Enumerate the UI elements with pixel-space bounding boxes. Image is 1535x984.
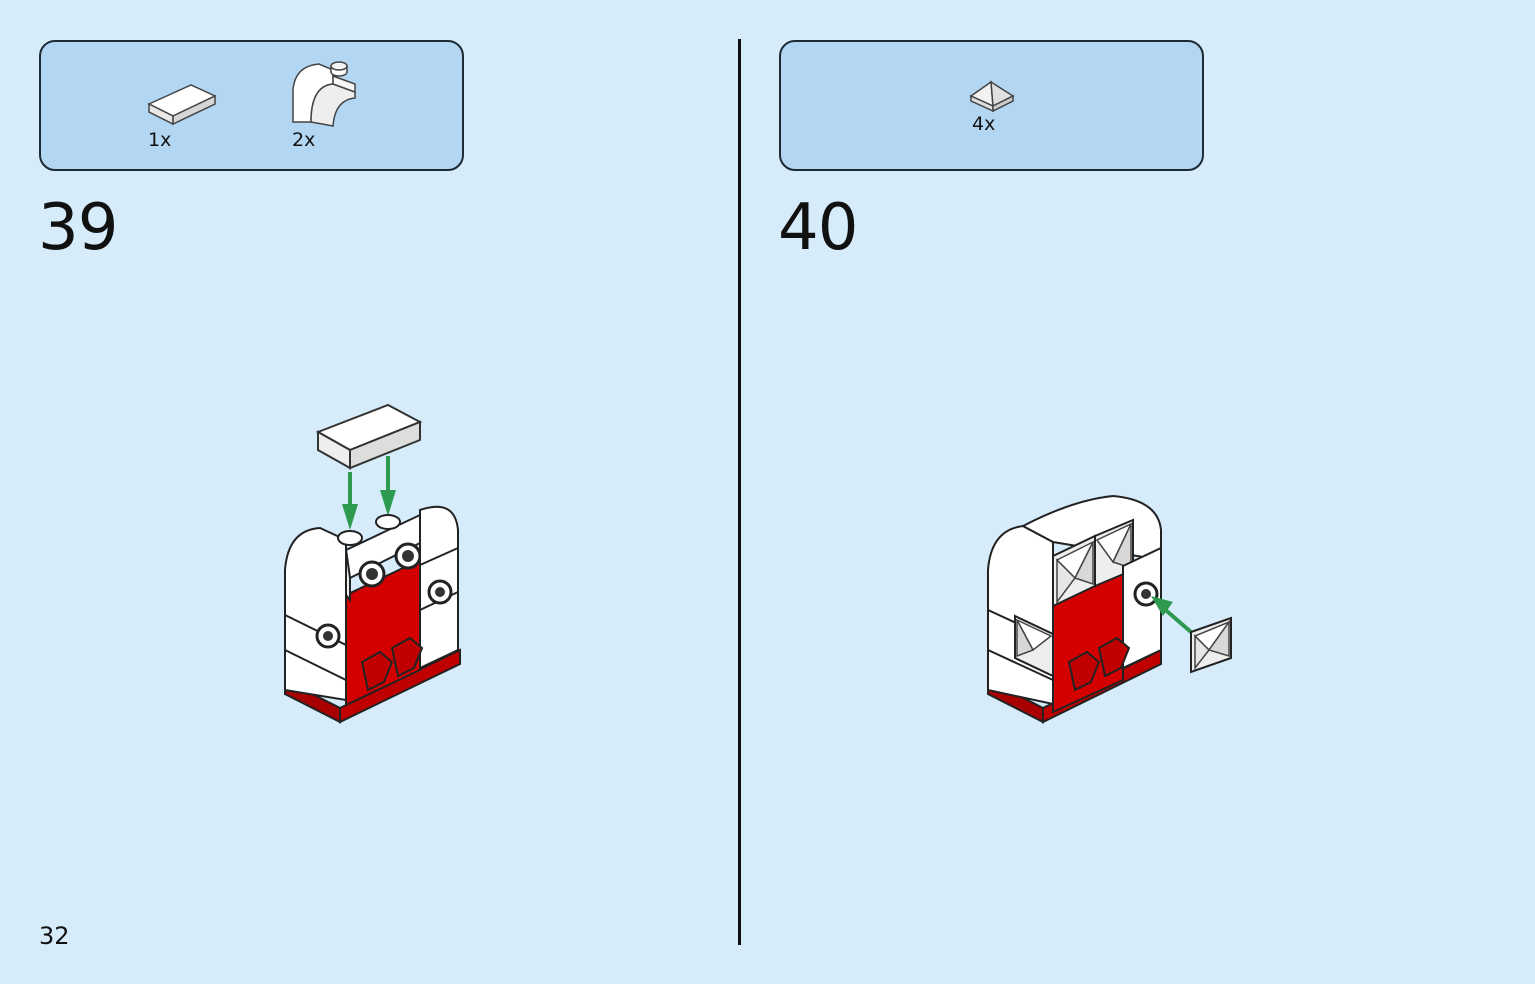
page-divider	[738, 39, 741, 945]
step-number-39: 39	[38, 191, 118, 265]
step-number-40: 40	[778, 191, 858, 265]
parts-list-box-step-40: 4x	[779, 40, 1204, 171]
build-model-step-39	[280, 400, 465, 734]
parts-list-box-step-39: 1x 2x	[39, 40, 464, 171]
part-count-2: 2x	[292, 129, 316, 151]
white-pyramid-tile-1x1-icon	[969, 78, 1015, 114]
part-count-1: 1x	[148, 129, 172, 151]
part-count-4: 4x	[972, 113, 996, 135]
white-flat-tile-1x2-icon	[145, 80, 217, 130]
incoming-white-tile	[315, 403, 423, 470]
page-number: 32	[39, 922, 70, 950]
build-model-step-40	[983, 490, 1243, 734]
green-down-arrows	[342, 456, 396, 530]
white-curved-slope-with-stud-icon	[289, 60, 361, 130]
